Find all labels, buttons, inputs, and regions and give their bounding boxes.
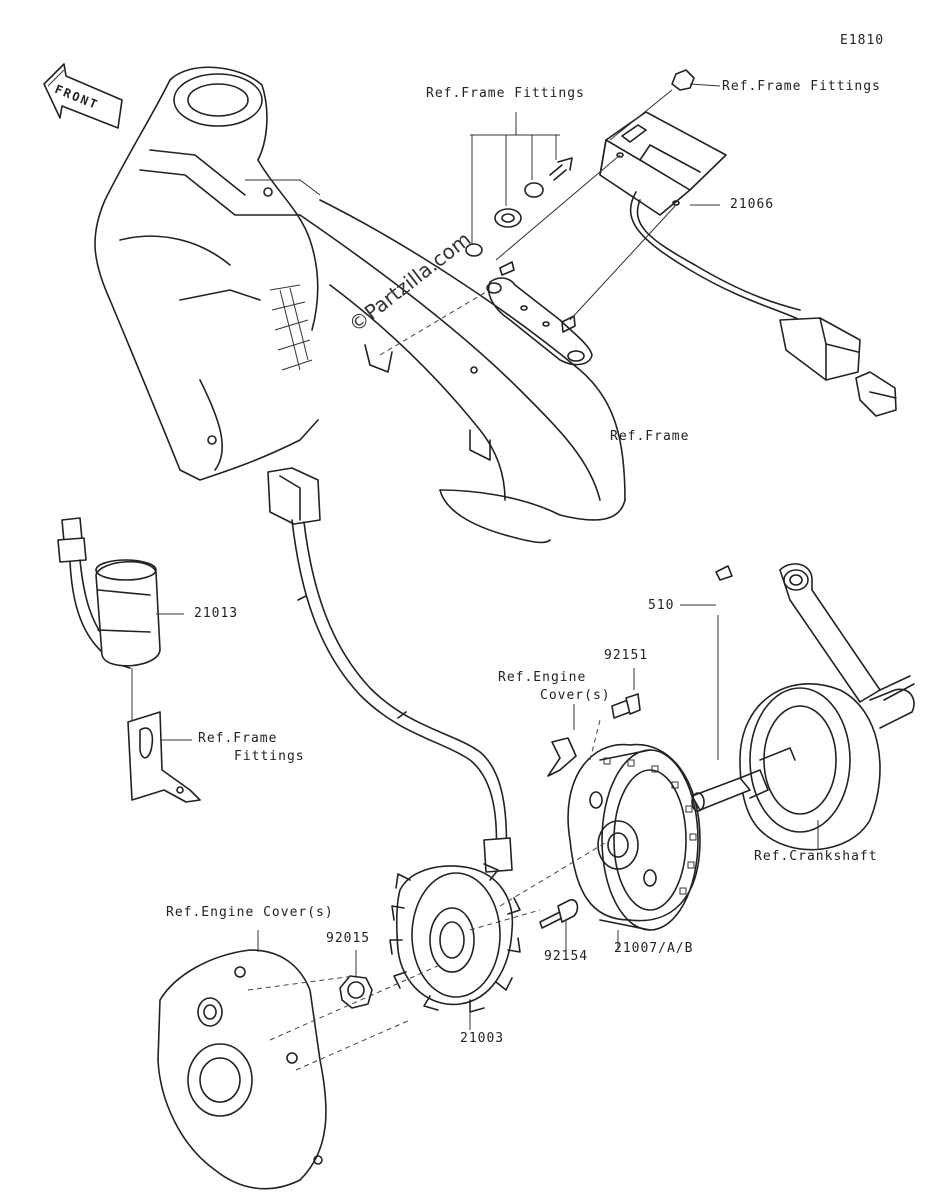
label-92151: 92151 bbox=[604, 648, 649, 663]
capacitor-21013-drawing bbox=[57, 517, 201, 803]
label-ref-frame: Ref.Frame bbox=[610, 429, 690, 444]
stator-cable-drawing bbox=[267, 467, 513, 873]
label-92015: 92015 bbox=[326, 931, 371, 946]
bracket-fittings-drawing bbox=[465, 112, 593, 366]
diagram-code: E1810 bbox=[840, 33, 885, 48]
label-21066: 21066 bbox=[730, 197, 775, 212]
crankshaft-drawing bbox=[680, 563, 915, 851]
nut-92015-drawing bbox=[339, 950, 373, 1009]
assembly-lines bbox=[247, 291, 611, 1071]
label-ref-frame-fittings-left-1: Ref.Frame bbox=[198, 731, 278, 746]
label-92154: 92154 bbox=[544, 949, 589, 964]
front-arrow-icon bbox=[43, 63, 123, 129]
clamp-92151-drawing bbox=[547, 668, 641, 777]
label-510: 510 bbox=[648, 598, 675, 613]
label-ref-engine-cover-2: Cover(s) bbox=[540, 688, 611, 703]
label-ref-engine-covers-bottom: Ref.Engine Cover(s) bbox=[166, 905, 334, 920]
flywheel-21007-drawing bbox=[567, 743, 701, 950]
regulator-21066-drawing bbox=[495, 69, 897, 417]
frame-drawing bbox=[94, 66, 626, 544]
label-21007: 21007/A/B bbox=[614, 941, 694, 956]
stator-21003-drawing bbox=[389, 863, 521, 1030]
label-ref-engine-cover-1: Ref.Engine bbox=[498, 670, 587, 685]
label-ref-frame-fittings-top: Ref.Frame Fittings bbox=[426, 86, 585, 101]
engine-cover-drawing bbox=[157, 930, 327, 1190]
label-21013: 21013 bbox=[194, 606, 239, 621]
label-ref-crankshaft: Ref.Crankshaft bbox=[754, 849, 878, 864]
label-21003: 21003 bbox=[460, 1031, 505, 1046]
bolt-92154-drawing bbox=[539, 899, 579, 950]
label-ref-frame-fittings-left-2: Fittings bbox=[234, 749, 305, 764]
label-ref-frame-fittings-right: Ref.Frame Fittings bbox=[722, 79, 881, 94]
